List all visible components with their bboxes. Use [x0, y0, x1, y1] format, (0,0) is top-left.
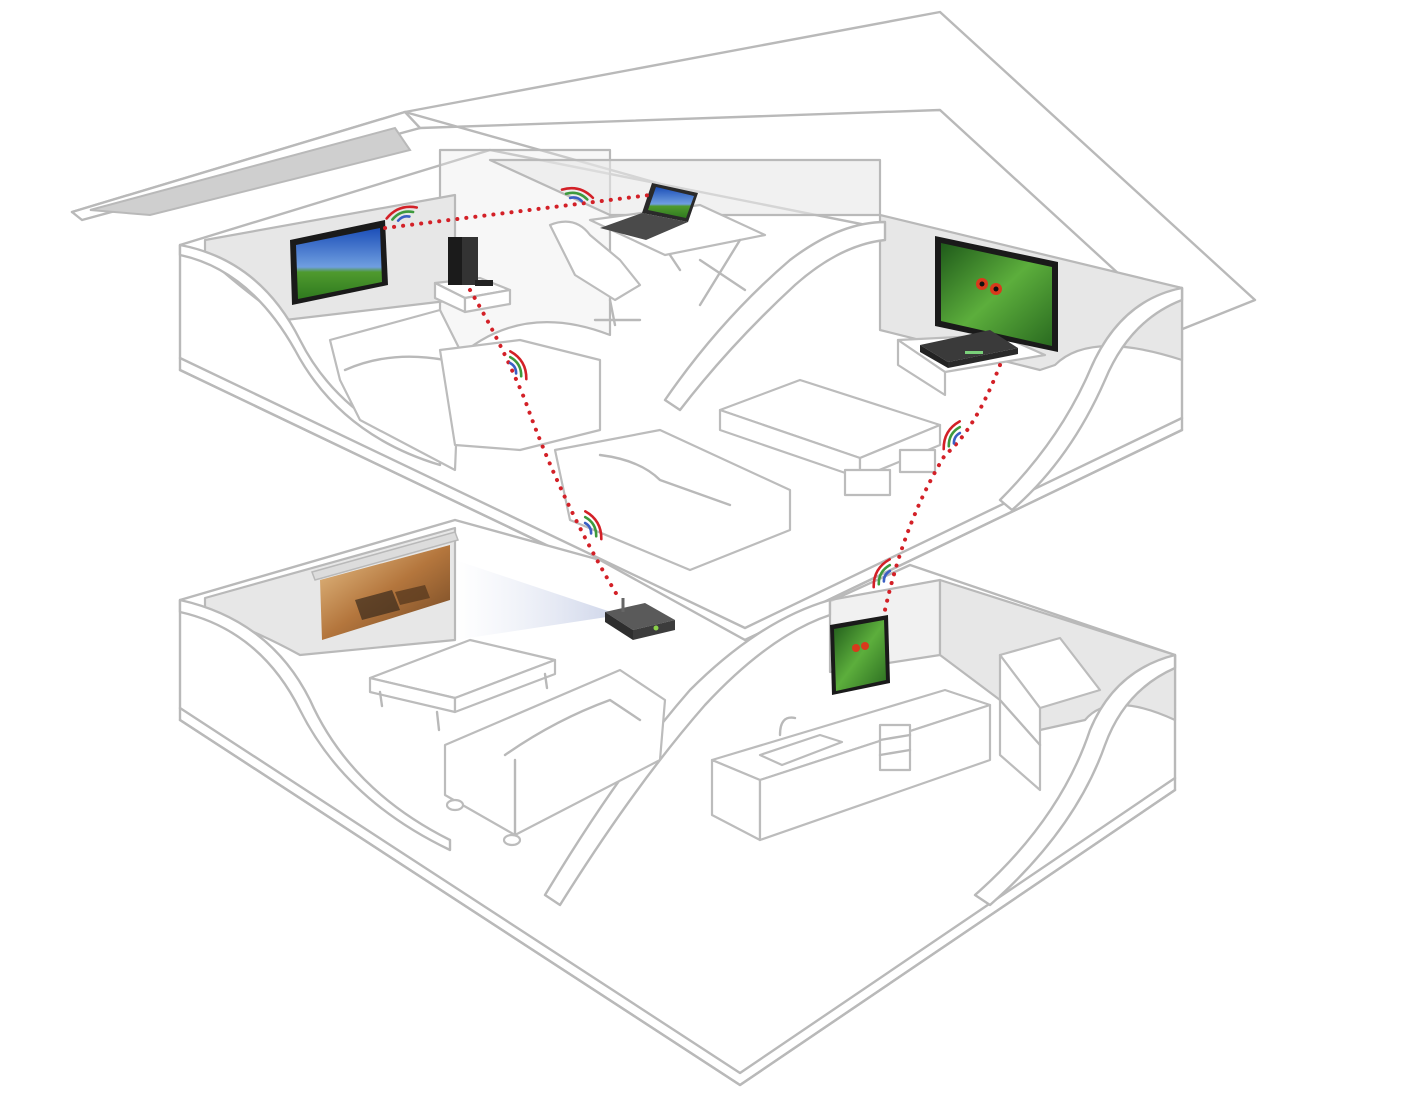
wall-mounted-tv [290, 220, 388, 305]
signal-arc [391, 210, 415, 221]
refrigerator [998, 636, 1102, 792]
kitchen-tv [830, 615, 890, 695]
signal-arc [560, 186, 595, 200]
signal-arc [583, 521, 593, 535]
upper-chair [438, 338, 602, 452]
signal-arc-group [385, 205, 419, 222]
kitchen-counter [710, 688, 992, 842]
signal-arc [952, 431, 962, 445]
lower-coffee-table [368, 638, 557, 732]
signal-arc-group [942, 420, 962, 451]
signal-arc [564, 191, 589, 201]
signal-arc [882, 569, 892, 583]
signal-arc [396, 215, 411, 222]
game-console [448, 237, 493, 286]
wireless-hub [605, 598, 675, 640]
roof [70, 10, 1257, 332]
wireless-links [383, 193, 1002, 612]
signal-arc [385, 205, 419, 220]
signal-arc-group [872, 558, 892, 589]
signal-arc [872, 558, 891, 589]
projector-beam [455, 560, 620, 640]
signal-arc [568, 196, 584, 203]
signal-indicators [385, 186, 962, 589]
signal-arc-group [583, 510, 603, 541]
signal-arc-group [560, 186, 595, 203]
signal-arc [942, 420, 961, 451]
link-tv-to-laptop [383, 193, 652, 230]
signal-arc [583, 515, 598, 538]
upper-bed [328, 308, 462, 472]
office-chair [548, 220, 642, 327]
laptop [600, 183, 698, 240]
signal-arc [877, 563, 892, 586]
lower-sofa [443, 668, 667, 847]
signal-arc-group [508, 350, 528, 381]
link-console-to-hub [468, 288, 622, 602]
signal-arc [584, 510, 603, 541]
projection-screen [311, 531, 459, 640]
upstairs-sofa [553, 428, 792, 572]
signal-arc [509, 350, 528, 381]
coffee-table-upstairs [718, 378, 942, 497]
signal-arc [508, 355, 523, 378]
signal-arc [947, 425, 962, 448]
set-top-box [920, 330, 1018, 368]
flat-screen-tv [935, 236, 1058, 352]
signal-arc [508, 361, 518, 375]
